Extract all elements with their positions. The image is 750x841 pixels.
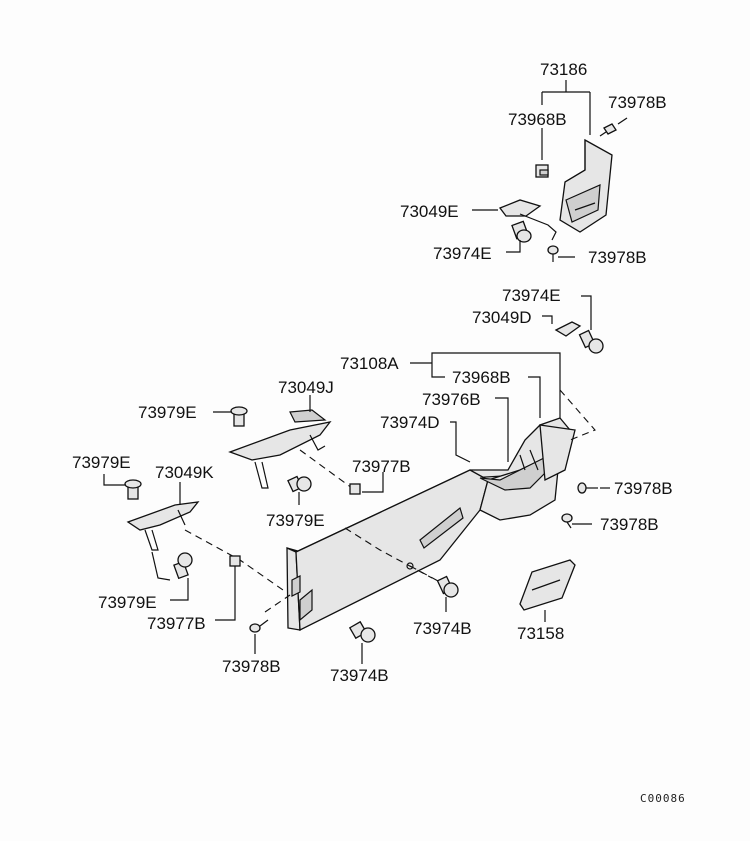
screw-73978B-right-1 — [577, 482, 598, 494]
label-73978B-top: 73978B — [608, 93, 667, 112]
label-73979E-low: 73979E — [98, 593, 157, 612]
cover-73158 — [519, 559, 576, 611]
label-73974E-upper: 73974E — [433, 244, 492, 263]
pin-73979E-mid — [287, 475, 312, 493]
label-73049D: 73049D — [472, 308, 532, 327]
label-73979E-left: 73979E — [72, 453, 131, 472]
pin-73974B-left — [348, 620, 376, 643]
label-73186: 73186 — [540, 60, 588, 79]
label-73978B-upper-low: 73978B — [588, 248, 647, 267]
bolt-73979E-upper — [230, 406, 248, 427]
upper-pin-73974E — [511, 220, 532, 243]
label-73974D: 73974D — [380, 413, 440, 432]
upper-screw-1 — [599, 123, 617, 137]
screw-73978B-right-2 — [561, 513, 573, 529]
label-73978B-left: 73978B — [222, 657, 281, 676]
lower-panel-73108A — [286, 417, 576, 632]
upper-screw-2 — [547, 245, 559, 262]
label-73049E: 73049E — [400, 202, 459, 221]
bracket-73049J — [228, 409, 332, 489]
label-73979E-mid: 73979E — [266, 511, 325, 530]
label-73978B-right-2: 73978B — [600, 515, 659, 534]
bolt-73979E-left — [124, 479, 142, 500]
label-73978B-right-1: 73978B — [614, 479, 673, 498]
label-73049J: 73049J — [278, 378, 334, 397]
upper-glove-box-lid — [559, 138, 613, 233]
label-73974B-left: 73974B — [330, 666, 389, 685]
upper-clip-73968B — [535, 164, 549, 178]
right-bracket-73049D — [554, 321, 582, 337]
label-73108A: 73108A — [340, 354, 399, 373]
label-73968B-top: 73968B — [508, 110, 567, 129]
pin-73979E-low — [173, 552, 193, 580]
label-73974B-right: 73974B — [413, 619, 472, 638]
label-73974E-right: 73974E — [502, 286, 561, 305]
clip-73977B-lower — [229, 555, 241, 567]
label-73977B-upper: 73977B — [352, 457, 411, 476]
label-73968B-mid: 73968B — [452, 368, 511, 387]
label-73977B-lower: 73977B — [147, 614, 206, 633]
label-73049K: 73049K — [155, 463, 214, 482]
right-pin-73974E — [578, 329, 604, 354]
bracket-73049K — [126, 501, 200, 551]
label-73979E-upper: 73979E — [138, 403, 197, 422]
pin-73974B-right — [436, 575, 459, 598]
label-73976B: 73976B — [422, 390, 481, 409]
diagram-code: C00086 — [640, 792, 686, 805]
screw-73978B-left — [249, 619, 269, 633]
label-73158: 73158 — [517, 624, 565, 643]
upper-bracket-73049E — [498, 199, 557, 241]
clip-73977B-upper — [349, 483, 361, 495]
